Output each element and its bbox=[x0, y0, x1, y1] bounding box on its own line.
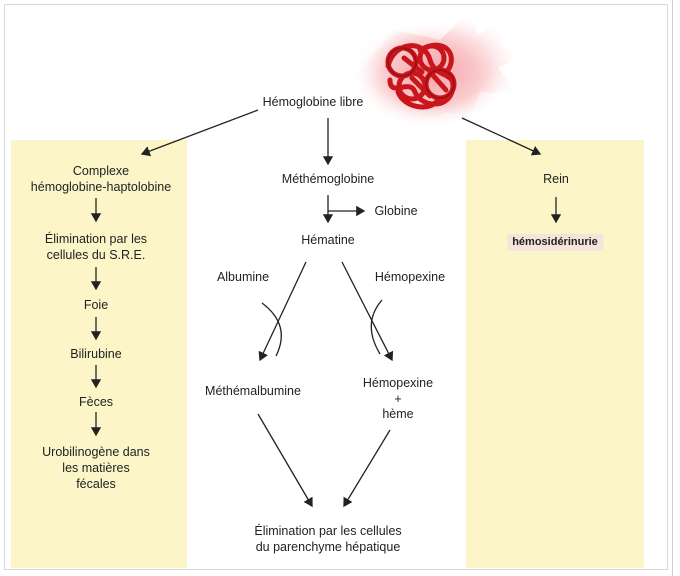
label-methemalbumine: Méthémalbumine bbox=[205, 384, 301, 398]
label-elimination-hepatique-2: du parenchyme hépatique bbox=[255, 540, 401, 554]
label-elimination-sre-2: cellules du S.R.E. bbox=[46, 248, 146, 262]
label-hemoglobine-libre: Hémoglobine libre bbox=[262, 95, 364, 109]
right-edge-line bbox=[672, 0, 673, 576]
label-foie: Foie bbox=[83, 298, 109, 312]
label-urobilinogene-1: Urobilinogène dans bbox=[42, 445, 150, 459]
label-hemopexine: Hémopexine bbox=[374, 270, 446, 284]
label-urobilinogene-2: les matières bbox=[62, 461, 130, 475]
label-complexe-2: hémoglobine-haptolobine bbox=[30, 180, 172, 194]
label-complexe-1: Complexe bbox=[72, 164, 130, 178]
label-feces: Fèces bbox=[78, 395, 114, 409]
arrow-to-left-panel bbox=[140, 109, 259, 157]
label-hematine: Hématine bbox=[301, 233, 355, 247]
label-albumine: Albumine bbox=[216, 270, 270, 284]
label-rein: Rein bbox=[543, 172, 569, 186]
label-bilirubine: Bilirubine bbox=[70, 347, 122, 361]
arrow-to-right-panel bbox=[461, 117, 542, 156]
label-hemopexine-heme-2: + bbox=[394, 392, 402, 406]
right-panel-kidney-path bbox=[466, 140, 644, 568]
label-methemoglobine: Méthémoglobine bbox=[281, 172, 375, 186]
label-globine: Globine bbox=[374, 204, 418, 218]
label-hemopexine-heme-3: hème bbox=[382, 407, 414, 421]
label-hemosiderinurie: hémosidérinurie bbox=[507, 234, 603, 251]
label-elimination-sre-1: Élimination par les bbox=[44, 232, 148, 246]
label-elimination-hepatique-1: Élimination par les cellules bbox=[254, 524, 402, 538]
left-panel-haptoglobin-path bbox=[11, 140, 187, 568]
label-urobilinogene-3: fécales bbox=[76, 477, 116, 491]
label-hemopexine-heme-1: Hémopexine bbox=[362, 376, 434, 390]
figure-frame bbox=[4, 4, 668, 570]
